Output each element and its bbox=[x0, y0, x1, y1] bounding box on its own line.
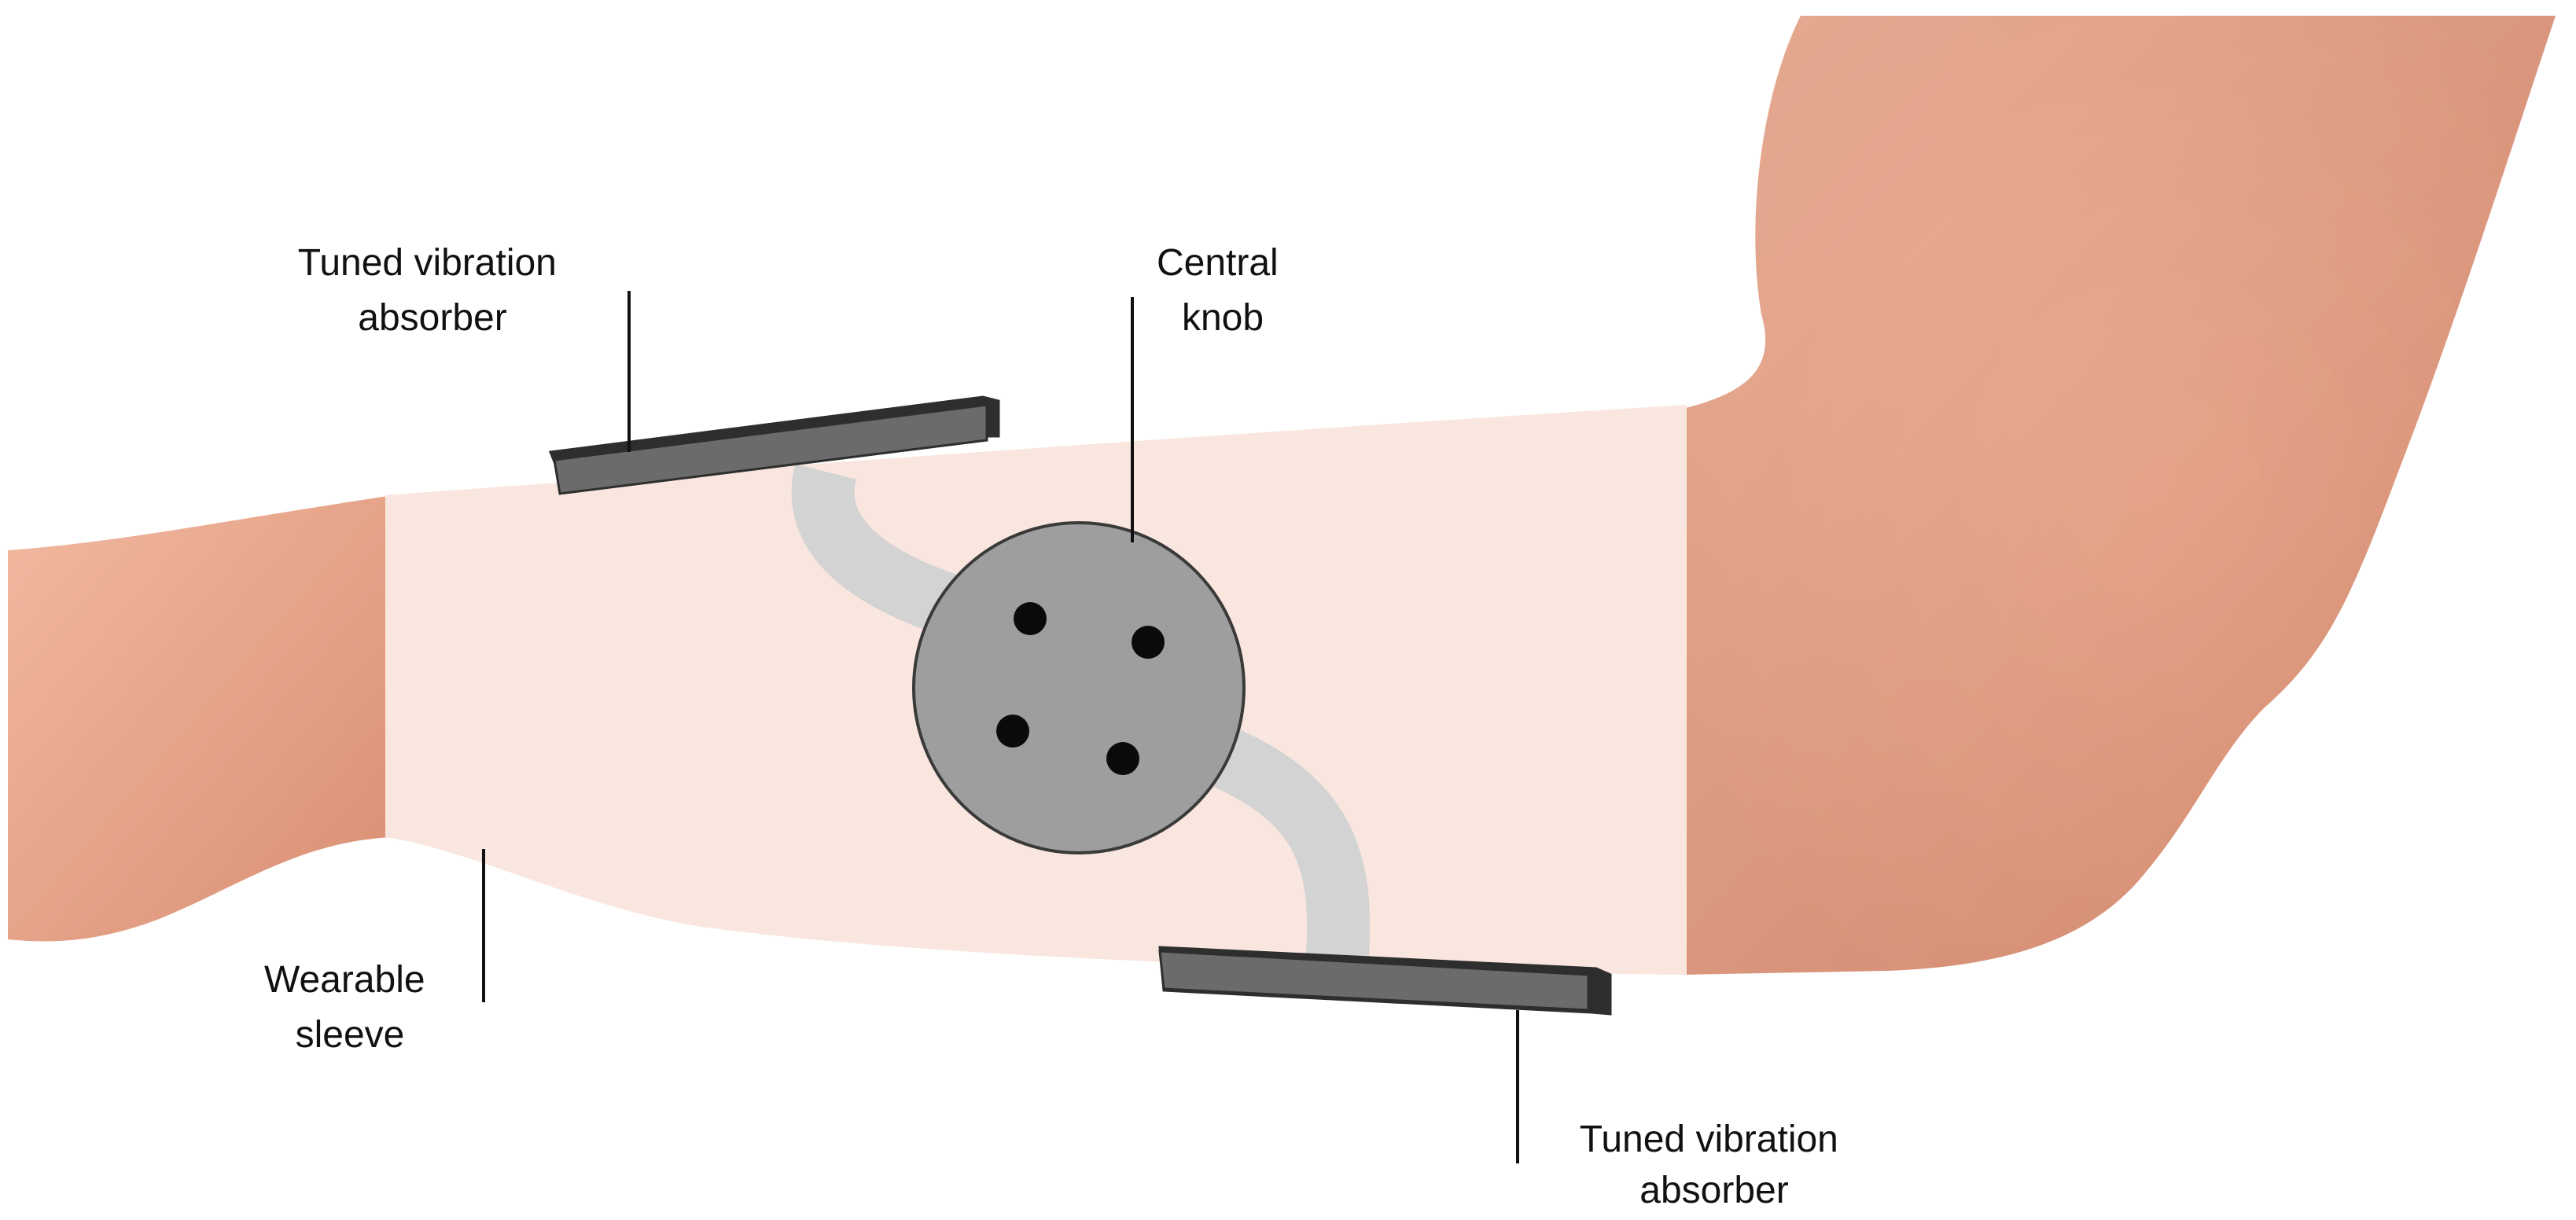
elbow-shading bbox=[1683, 16, 2556, 975]
label-absorber-bottom: Tuned vibration absorber bbox=[1580, 1119, 1849, 1211]
label-sleeve: Wearable sleeve bbox=[264, 959, 436, 1056]
tuned-vibration-absorber-top bbox=[548, 395, 1000, 495]
knob-dot bbox=[1132, 626, 1165, 659]
knob-dot bbox=[1014, 602, 1047, 635]
label-absorber-top: Tuned vibration absorber bbox=[298, 242, 567, 339]
absorber-top-face bbox=[553, 403, 988, 495]
absorber-bottom-face bbox=[1158, 950, 1590, 1012]
label-central-knob: Central knob bbox=[1157, 242, 1289, 339]
knob-dot bbox=[1106, 742, 1139, 775]
tuned-vibration-absorber-bottom bbox=[1158, 946, 1612, 1016]
knob-dot bbox=[996, 715, 1029, 748]
knob-body bbox=[912, 521, 1246, 854]
central-knob bbox=[912, 521, 1246, 854]
forearm-skin bbox=[8, 495, 393, 942]
